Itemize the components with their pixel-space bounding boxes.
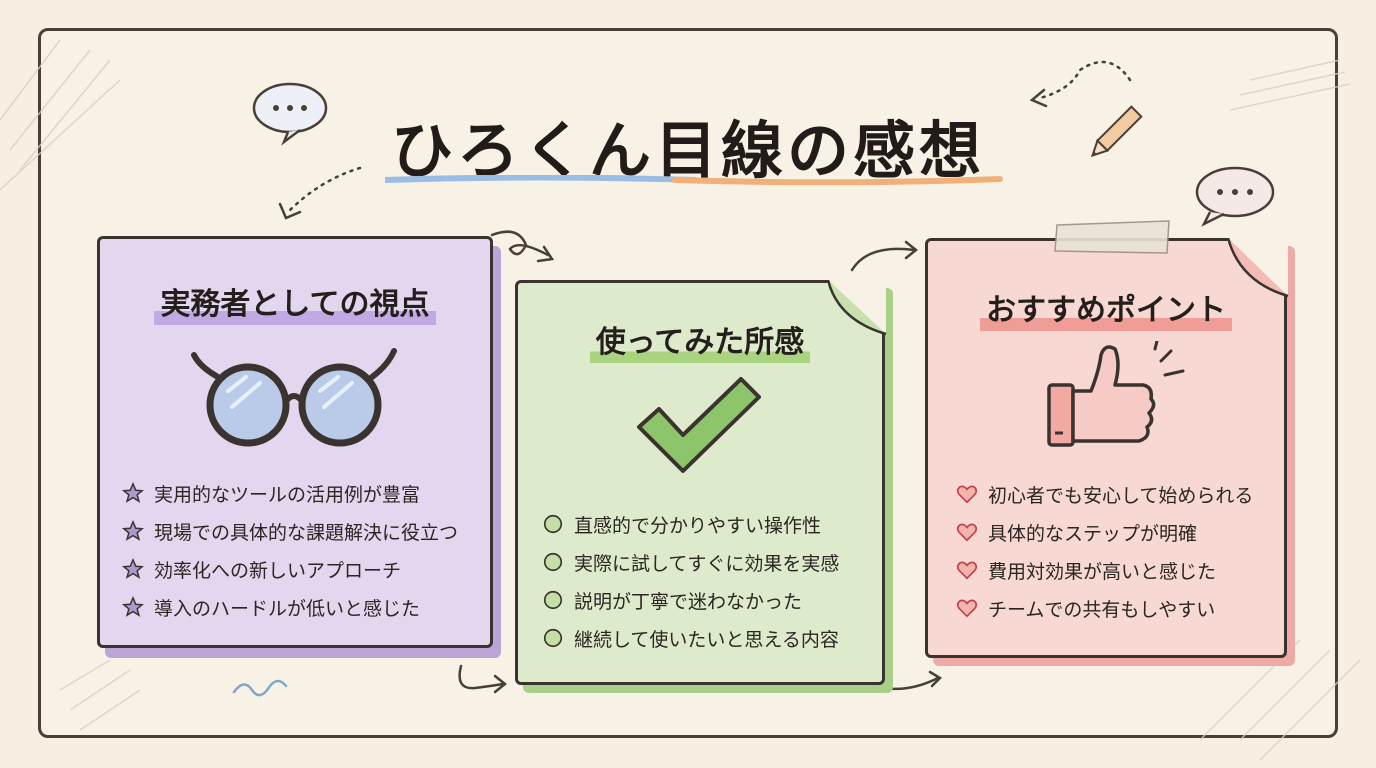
list-item: 費用対効果が高いと感じた <box>956 551 1253 589</box>
tape <box>1054 220 1170 254</box>
curly-arrow-icon <box>882 670 943 691</box>
heart-icon <box>956 523 978 542</box>
checkmark-icon <box>637 377 761 473</box>
page-curl <box>828 280 887 336</box>
title-underline <box>385 175 1003 185</box>
circle-icon <box>543 628 563 648</box>
heart-icon <box>956 485 978 504</box>
card-practitioner-view: 実務者としての視点 実用的なツールの活用例が豊富 現場での具体的な課題解決に役立… <box>97 236 493 648</box>
list-item: 効率化への新しいアプローチ <box>122 550 458 588</box>
glasses-icon <box>191 348 397 447</box>
dotted-arrow-icon <box>1029 60 1132 108</box>
list-item: 直感的で分かりやすい操作性 <box>542 505 839 543</box>
card-recommendations: おすすめポイント 初心者でも安心して始められる 具体的なステップが明確 費用対効… <box>925 220 1289 658</box>
star-icon <box>122 482 144 503</box>
star-icon <box>122 596 144 617</box>
card-list: 直感的で分かりやすい操作性 実際に試してすぐに効果を実感 説明が丁寧で迷わなかっ… <box>542 505 839 657</box>
speech-bubble-icon <box>252 82 328 146</box>
star-icon <box>122 558 144 579</box>
circle-icon <box>543 590 563 610</box>
page-curl <box>1228 238 1289 298</box>
dotted-arrow-icon <box>278 166 362 220</box>
curly-arrow-icon <box>850 240 919 272</box>
thumbs-up-icon <box>1047 341 1185 447</box>
card-list: 初心者でも安心して始められる 具体的なステップが明確 費用対効果が高いと感じた … <box>956 475 1253 627</box>
circle-icon <box>543 514 563 534</box>
heart-icon <box>956 599 978 618</box>
list-item: 具体的なステップが明確 <box>956 513 1253 551</box>
circle-icon <box>543 552 563 572</box>
speech-bubble-icon <box>1195 166 1275 227</box>
curly-arrow-icon <box>490 230 555 263</box>
star-icon <box>122 520 144 541</box>
squiggle-decoration <box>232 679 288 697</box>
list-item: 実際に試してすぐに効果を実感 <box>542 543 839 581</box>
list-item: 初心者でも安心して始められる <box>956 475 1253 513</box>
heart-icon <box>956 561 978 580</box>
card-title: おすすめポイント <box>980 285 1232 331</box>
list-item: チームでの共有もしやすい <box>956 589 1253 627</box>
list-item: 実用的なツールの活用例が豊富 <box>122 474 458 512</box>
list-item: 導入のハードルが低いと感じた <box>122 588 458 626</box>
pencil-icon <box>1090 105 1143 158</box>
list-item: 説明が丁寧で迷わなかった <box>542 581 839 619</box>
curly-arrow-icon <box>458 664 508 694</box>
card-list: 実用的なツールの活用例が豊富 現場での具体的な課題解決に役立つ 効率化への新しい… <box>122 474 458 626</box>
card-title: 実務者としての視点 <box>154 279 436 325</box>
list-item: 継続して使いたいと思える内容 <box>542 619 839 657</box>
list-item: 現場での具体的な課題解決に役立つ <box>122 512 458 550</box>
card-title: 使ってみた所感 <box>589 317 811 363</box>
card-impressions: 使ってみた所感 直感的で分かりやすい操作性 実際に試してすぐに効果を実感 説明が… <box>515 280 887 685</box>
